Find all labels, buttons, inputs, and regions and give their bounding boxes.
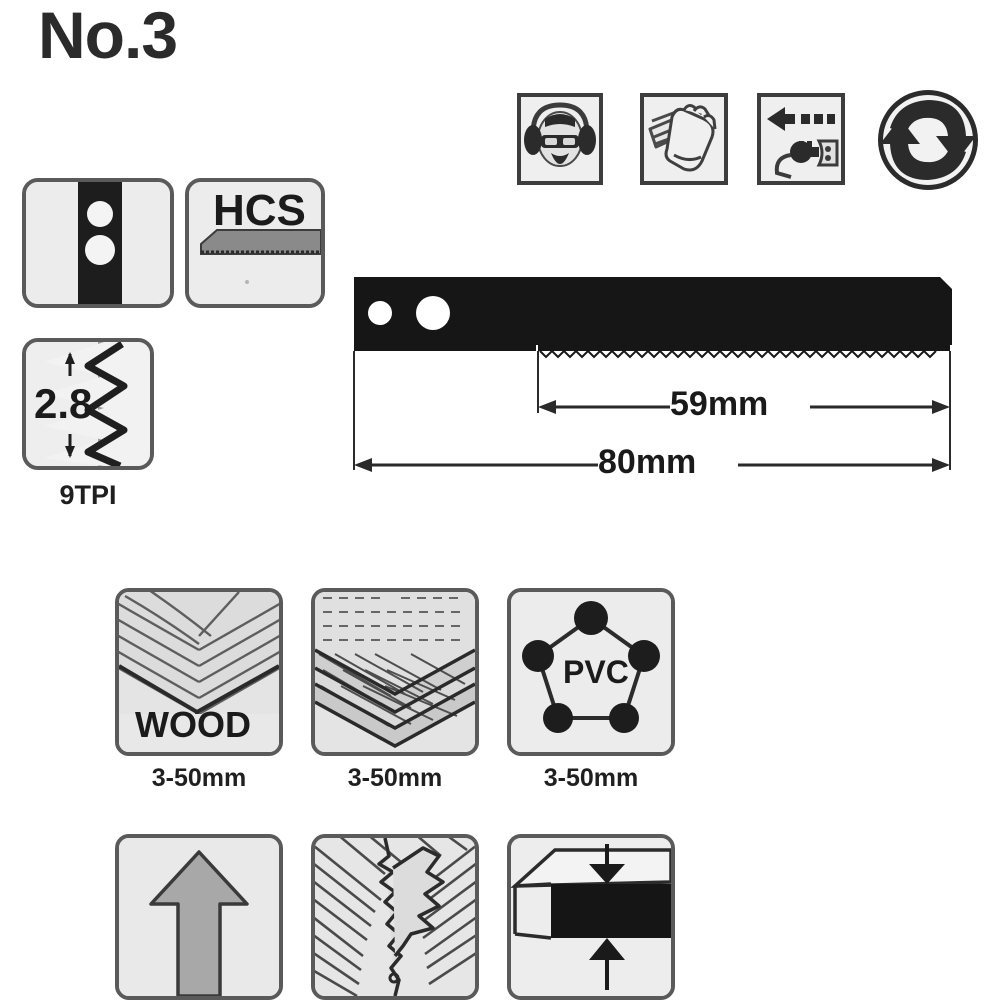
pvc-material-icon: PVC	[507, 588, 675, 756]
u-shank-fitting-icon	[22, 178, 174, 308]
total-length-label: 80mm	[598, 443, 697, 481]
protective-gloves-icon	[640, 93, 728, 185]
plywood-material-icon	[311, 588, 479, 756]
page-title: No.3	[38, 0, 178, 72]
pvc-capacity: 3-50mm	[543, 764, 639, 792]
hcs-blade-icon: HCS	[185, 178, 325, 308]
straight-cut-direction-icon	[115, 834, 283, 1000]
jigsaw-blade-drawing: 59mm 80mm	[340, 265, 970, 495]
green-dot-recycling-icon	[876, 88, 980, 192]
wood-capacity: 3-50mm	[151, 764, 247, 792]
plywood-capacity: 3-50mm	[347, 764, 443, 792]
cutting-length-label: 59mm	[670, 385, 769, 423]
material-thickness-icon	[507, 834, 675, 1000]
wood-label: WOOD	[135, 704, 251, 745]
ppe-goggles-ear-mask-icon	[517, 93, 603, 185]
unplug-before-service-icon	[757, 93, 845, 185]
hcs-label: HCS	[213, 186, 306, 235]
wood-material-icon: WOOD	[115, 588, 283, 756]
tooth-pitch-icon: 2.8	[22, 338, 154, 470]
tooth-pitch-value: 2.8	[34, 380, 93, 427]
pvc-label: PVC	[563, 654, 629, 690]
coarse-cut-quality-icon	[311, 834, 479, 1000]
tpi-caption: 9TPI	[59, 480, 117, 510]
